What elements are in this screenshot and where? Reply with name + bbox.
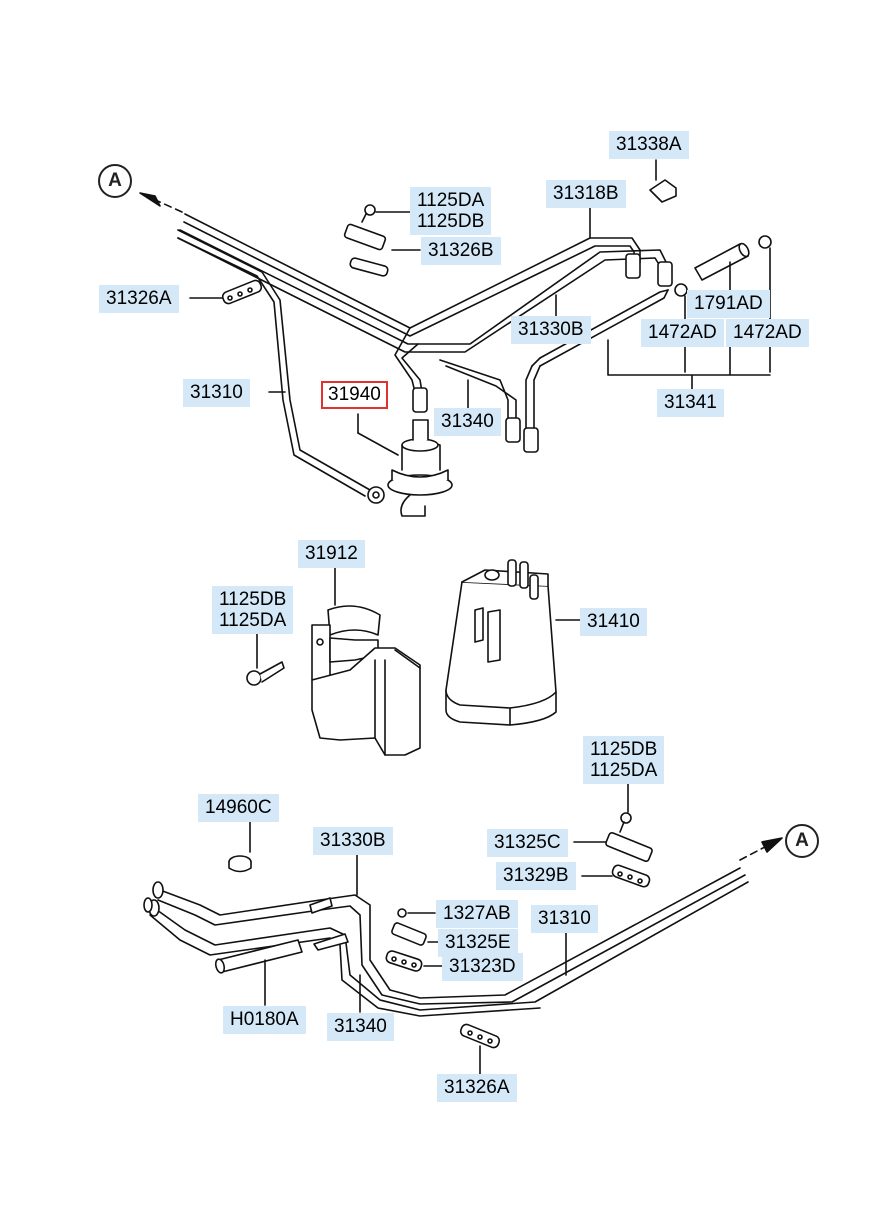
hose-h0180a	[214, 939, 303, 974]
part-label-1125da-1125db-top[interactable]: 1125DA 1125DB	[410, 187, 492, 235]
part-label-1327ab[interactable]: 1327AB	[436, 900, 518, 928]
connector-a-top[interactable]: A	[98, 164, 132, 198]
part-label-31323d[interactable]: 31323D	[442, 953, 523, 981]
part-label-1472ad-left[interactable]: 1472AD	[641, 319, 724, 347]
connector-a-bottom[interactable]: A	[785, 824, 819, 858]
part-label-31325c[interactable]: 31325C	[487, 829, 568, 857]
part-label-31410[interactable]: 31410	[580, 608, 647, 636]
hose-ends-bottom	[143, 881, 349, 951]
part-label-1125db-1125da-bottom[interactable]: 1125DB 1125DA	[583, 736, 665, 784]
part-label-31325e[interactable]: 31325E	[438, 929, 518, 957]
part-label-14960c[interactable]: 14960C	[198, 794, 279, 822]
fuel-line-bundle-bottom	[149, 867, 749, 1017]
clamp-31326a-bottom	[459, 1023, 501, 1049]
clip-31326b	[343, 223, 389, 277]
part-label-31310-bottom[interactable]: 31310	[531, 905, 598, 933]
part-label-31310-top[interactable]: 31310	[183, 379, 250, 407]
part-label-1125db: 1125DB	[590, 739, 658, 760]
part-label-31340-top[interactable]: 31340	[434, 408, 501, 436]
part-label-31940[interactable]: 31940	[321, 381, 388, 409]
part-label-h0180a[interactable]: H0180A	[223, 1006, 306, 1034]
fuel-pressure-regulator-drawing	[387, 419, 453, 517]
part-label-1125da: 1125DA	[219, 610, 287, 631]
part-label-1125db-1125da-mid[interactable]: 1125DB 1125DA	[212, 586, 294, 634]
part-label-31326a-top[interactable]: 31326A	[99, 285, 179, 313]
hose-1791ad	[674, 235, 772, 297]
part-label-31340-bottom[interactable]: 31340	[327, 1013, 394, 1041]
clip-31325c	[605, 831, 653, 863]
part-label-31912[interactable]: 31912	[298, 540, 365, 568]
part-label-1791ad[interactable]: 1791AD	[687, 290, 770, 318]
part-label-31330b-top[interactable]: 31330B	[511, 316, 591, 344]
part-label-1472ad-right[interactable]: 1472AD	[726, 319, 809, 347]
part-label-1125da: 1125DA	[590, 760, 658, 781]
part-label-31338a[interactable]: 31338A	[609, 131, 689, 159]
part-label-31330b-bottom[interactable]: 31330B	[313, 827, 393, 855]
part-label-31341[interactable]: 31341	[657, 389, 724, 417]
cap-14960c	[228, 855, 252, 873]
part-label-1125da: 1125DA	[417, 190, 485, 211]
part-label-31326b[interactable]: 31326B	[421, 237, 501, 265]
part-label-1125db: 1125DB	[417, 211, 485, 232]
part-label-31326a-bottom[interactable]: 31326A	[437, 1074, 517, 1102]
bolt-bottom	[619, 812, 632, 833]
part-label-31318b[interactable]: 31318B	[546, 180, 626, 208]
bracket-31341	[607, 339, 771, 391]
part-label-31329b[interactable]: 31329B	[496, 862, 576, 890]
hose-end-caps-top	[367, 253, 673, 504]
canister-31410	[445, 559, 557, 726]
bolt-mid	[246, 661, 285, 686]
clip-31338a	[649, 179, 677, 203]
clamp-31329b	[611, 864, 651, 888]
bracket-31912	[311, 605, 421, 756]
clamp-31326a-top	[221, 279, 263, 305]
part-label-1125db: 1125DB	[219, 589, 287, 610]
